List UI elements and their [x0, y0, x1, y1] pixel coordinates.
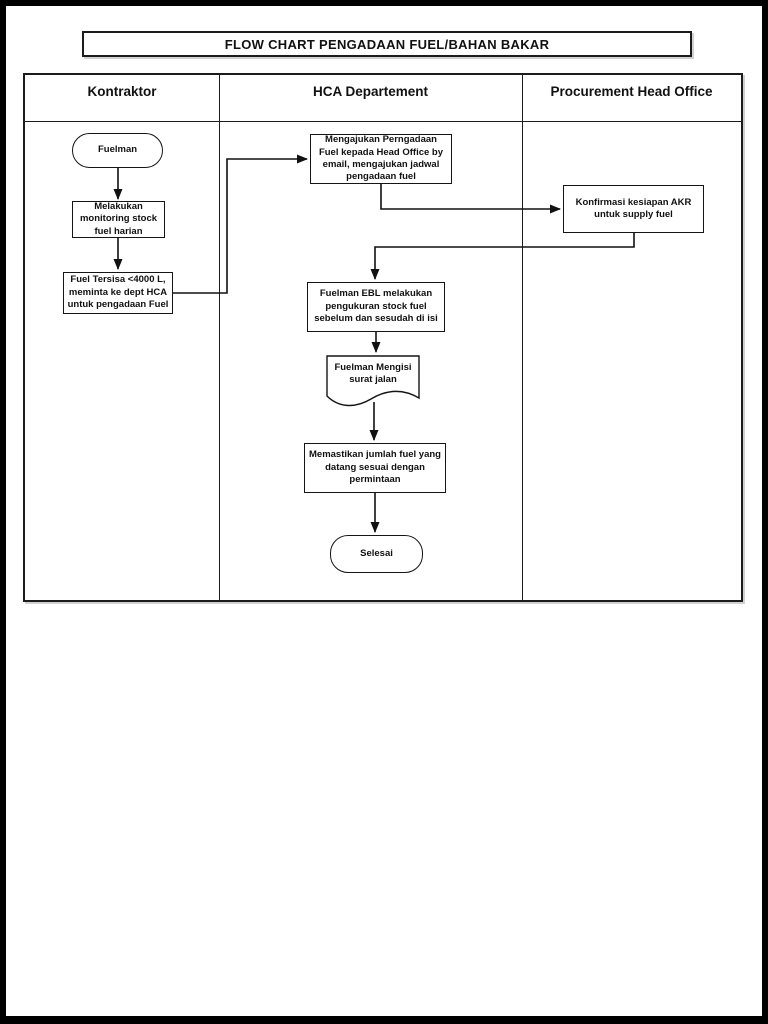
node-start-fuelman: Fuelman — [72, 133, 163, 168]
node-label: Fuelman — [97, 144, 138, 156]
node-label: Mengajukan Perngadaan Fuel kepada Head O… — [318, 134, 444, 183]
node-surat-jalan-document: Fuelman Mengisi surat jalan — [326, 355, 420, 407]
document-shape-icon — [326, 355, 420, 407]
node-mengajukan-pengadaan: Mengajukan Perngadaan Fuel kepada Head O… — [310, 134, 452, 184]
node-label: Selesai — [360, 547, 393, 559]
node-label: Memastikan jumlah fuel yang datang sesua… — [309, 449, 441, 486]
node-label: Fuelman EBL melakukan pengukuran stock f… — [314, 288, 438, 325]
lane-header-kontraktor: Kontraktor — [87, 84, 157, 99]
node-label: Fuelman Mengisi surat jalan — [334, 362, 412, 386]
lane-divider-2 — [522, 75, 523, 600]
node-pengukuran-stock: Fuelman EBL melakukan pengukuran stock f… — [307, 282, 445, 332]
node-label: Fuel Tersisa <4000 L, meminta ke dept HC… — [67, 274, 169, 311]
lane-header-hca-departement: HCA Departement — [312, 84, 429, 99]
node-end-selesai: Selesai — [330, 535, 423, 573]
node-monitoring-stock: Melakukan monitoring stock fuel harian — [72, 201, 165, 238]
node-memastikan-jumlah: Memastikan jumlah fuel yang datang sesua… — [304, 443, 446, 493]
chart-title-box: FLOW CHART PENGADAAN FUEL/BAHAN BAKAR — [82, 31, 692, 57]
node-label: Konfirmasi kesiapan AKR untuk supply fue… — [575, 196, 692, 220]
lane-header-row — [25, 75, 741, 122]
lane-divider-1 — [219, 75, 220, 600]
lane-header-procurement-head-office: Procurement Head Office — [550, 84, 713, 99]
node-fuel-tersisa: Fuel Tersisa <4000 L, meminta ke dept HC… — [63, 272, 173, 314]
chart-title: FLOW CHART PENGADAAN FUEL/BAHAN BAKAR — [224, 36, 550, 52]
node-konfirmasi-akr: Konfirmasi kesiapan AKR untuk supply fue… — [563, 185, 704, 233]
node-label: Melakukan monitoring stock fuel harian — [79, 200, 158, 237]
